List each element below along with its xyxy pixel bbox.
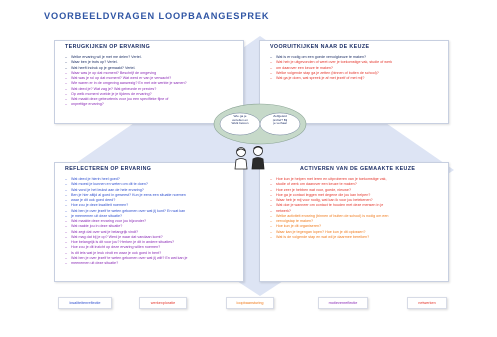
- hub-shapes: [213, 103, 307, 145]
- question-item: Wat heb je uitgevonden of weet over je t…: [270, 60, 392, 66]
- question-item: Waar kan je tegengan lopen? Hoe kun je d…: [270, 230, 388, 236]
- central-hub: Wie ga je vertellen en Welk beloon Zelfg…: [212, 100, 308, 152]
- question-item: Waar ben je trots op? Vertel.: [65, 60, 187, 66]
- question-item: Wat zegt dat over wat je belangrijk vind…: [65, 230, 188, 236]
- question-item: Hoe belangrijk is dit voor jou? Herken j…: [65, 240, 188, 246]
- question-item: Wat ga je doen, wat spreek je af met jez…: [270, 76, 392, 82]
- question-item: Welke activiteit ervaring (binnen of bui…: [270, 214, 388, 220]
- question-item: Hoe zou je dit inzicht op deze ervaring …: [65, 245, 188, 251]
- hub-right-line-2: profiel? Bij: [272, 117, 288, 122]
- question-item: Op welk moment voelde je je tijdens de e…: [65, 92, 187, 98]
- question-item: Waar was je op dat moment? Beschrijf de …: [65, 71, 187, 77]
- question-item: Wat moest je kunnen en weten om dit te d…: [65, 182, 188, 188]
- question-item: Wat ben je over jezelf te weten gekomen …: [65, 209, 188, 215]
- tag-werkexploratie: werkexploratie: [139, 297, 187, 309]
- hub-label-left: Wie ga je vertellen en Welk beloon: [224, 114, 256, 126]
- question-item: Wat is er nodig om een goede vervolgkeuz…: [270, 55, 392, 61]
- box-terugkijken-title: TERUGKIJKEN OP ERVARING: [65, 44, 151, 50]
- person-figure-right-icon: [251, 146, 265, 170]
- tag-motievenreflectie: motievenreflectie: [318, 297, 368, 309]
- hub-right-line-3: je verhaal: [273, 121, 287, 126]
- box-reflecteren: REFLECTEREN OP ERVARING Wat deed je hier…: [54, 162, 244, 282]
- question-item: Wat heeft indruk op je gemaakt? Vertel.: [65, 66, 187, 72]
- hub-left-line-1: Wie ga je: [233, 114, 247, 118]
- question-item: Wat deed je? Wat zag je? Wat gebeurde er…: [65, 87, 187, 93]
- question-item: Ben je hier altijd al goed in geweest? K…: [65, 193, 188, 199]
- hub-left-line-3: Welk beloon: [231, 121, 249, 126]
- question-item: om daarover een keuze te maken?: [270, 66, 392, 72]
- question-item: netwerk?: [270, 209, 388, 215]
- question-item: Is dit iets wat je leuk vindt en waar je…: [65, 251, 188, 257]
- question-item: Wat maakte deze ervaring voor jou bijzon…: [65, 219, 188, 225]
- question-item: Welke ervaring wil je met me delen? Vert…: [65, 55, 187, 61]
- question-item: Wat doe je wanneer om contact te houden …: [270, 203, 388, 209]
- question-item: onprettige ervaring?: [65, 102, 187, 108]
- question-item: Hoe kun je helpen met leren en uitprober…: [270, 177, 388, 183]
- box-vooruitkijken-title: VOORUITKIJKEN NAAR DE KEUZE: [270, 44, 370, 50]
- question-item: Hoe zeer je hebben wat voor, goede, nieu…: [270, 188, 388, 194]
- question-item: Wat deed je hierin heel goed?: [65, 177, 188, 183]
- question-item: Wat maakt deze gebeurtenis voor jou een …: [65, 97, 187, 103]
- question-item: Wie waren er in de omgeving aanwezig? En…: [65, 81, 187, 87]
- question-item: Hoe ga je contact leggen met degene die …: [270, 193, 388, 199]
- box-terugkijken-list: Welke ervaring wil je met me delen? Vert…: [65, 55, 187, 108]
- tag-loopbaansturing: loopbaansturing: [226, 297, 274, 309]
- box-activeren: ACTIVEREN VAN DE GEMAAKTE KEUZE Hoe kun …: [259, 162, 449, 282]
- question-item: meenemen uit deze situatie?: [65, 261, 188, 267]
- page-title: VOORBEELDVRAGEN LOOPBAANGESPREK: [44, 11, 270, 21]
- box-terugkijken: TERUGKIJKEN OP ERVARING Welke ervaring w…: [54, 40, 244, 124]
- tag-netwerken: netwerken: [407, 297, 447, 309]
- question-item: studie of werk om daarover een keuze te …: [270, 182, 388, 188]
- question-item: Wat was je rol op dat moment? Wat werd e…: [65, 76, 187, 82]
- question-item: Wat is de volgende stap en wat wil je da…: [270, 235, 388, 241]
- question-item: Hoe zou je deze kwaliteit noemen?: [65, 203, 188, 209]
- question-item: Hoe kun je dit organiseren?: [270, 224, 388, 230]
- tag-kwaliteitenreflectie: kwaliteitenreflectie: [58, 297, 112, 309]
- hub-right-line-1: Zelfgeleid: [273, 114, 287, 118]
- box-activeren-title: ACTIVEREN VAN DE GEMAAKTE KEUZE: [300, 166, 416, 172]
- question-item: Welke volgende stap ga je zetten (binnen…: [270, 71, 392, 77]
- box-activeren-list: Hoe kun je helpen met leren en uitprober…: [270, 177, 388, 240]
- question-item: Waar heb je mij voor nodig, wat kan ik v…: [270, 198, 388, 204]
- question-item: waar je dit ook goed deed?: [65, 198, 188, 204]
- hub-left-line-2: vertellen en: [232, 117, 248, 122]
- question-item: vervolgstap te maken?: [270, 219, 388, 225]
- box-reflecteren-title: REFLECTEREN OP ERVARING: [65, 166, 152, 172]
- question-item: je meenemen uit deze situatie?: [65, 214, 188, 220]
- box-vooruitkijken-list: Wat is er nodig om een goede vervolgkeuz…: [270, 55, 392, 82]
- person-figure-left-icon: [234, 147, 248, 170]
- question-item: Wat raakte jou in deze situatie?: [65, 224, 188, 230]
- hub-label-right: Zelfgeleid profiel? Bij je verhaal: [264, 114, 296, 126]
- box-reflecteren-list: Wat deed je hierin heel goed?Wat moest j…: [65, 177, 188, 267]
- question-item: Wat vond je het leukst aan de hele ervar…: [65, 188, 188, 194]
- question-item: Wat mag dat bij je op? Werd je waar dat …: [65, 235, 188, 241]
- question-item: Wat ben je over jezelf te weten gekomen …: [65, 256, 188, 262]
